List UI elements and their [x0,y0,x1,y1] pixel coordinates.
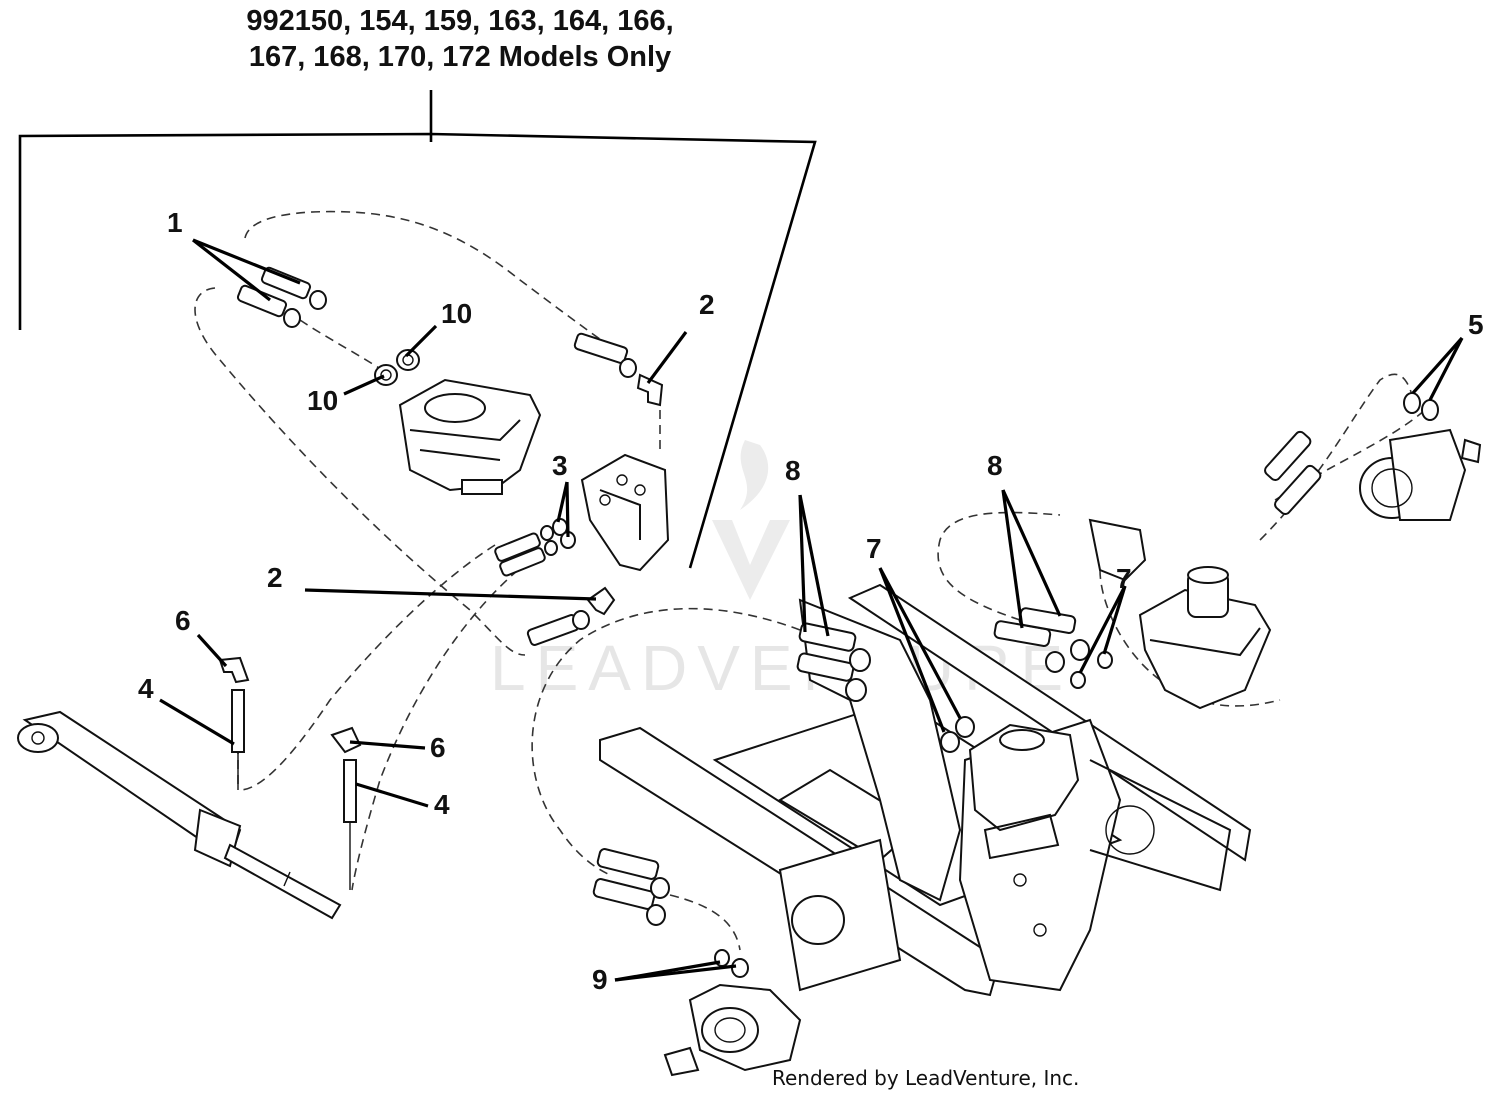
watermark-v-icon [712,520,790,600]
model-applicability-line-2: 167, 168, 170, 172 Models Only [248,41,672,73]
callout-10-lower: 10 [307,385,338,416]
callout-9: 9 [592,964,608,995]
callout-leader-lines [159,238,1464,982]
hose-end-fittings-1 [236,266,327,328]
callout-5: 5 [1468,309,1484,340]
callout-7-right: 7 [1116,563,1132,594]
fittings-7-left [940,716,975,753]
elbow-fitting-2-lower [526,586,616,646]
callout-2-lower: 2 [267,562,283,593]
dashed-hose-routes-right [531,373,1426,951]
hose-ends-left-motor [592,848,670,926]
callout-6-left: 6 [175,605,191,636]
frame-hydraulic-pump [968,723,1080,860]
model-group-bracket [18,90,817,569]
right-wheel-motor [1359,428,1482,521]
elbow-fitting-6-right [330,726,362,754]
callout-4-right: 4 [434,789,450,820]
mounting-bracket [1088,518,1147,582]
hose-4-right [343,759,357,890]
tractor-frame [599,583,1252,997]
callout-7-left: 7 [866,533,882,564]
fittings-5 [1403,392,1439,421]
hose-4-left [231,689,245,790]
callout-8-right: 8 [987,450,1003,481]
render-credit: Rendered by LeadVenture, Inc. [772,1066,1080,1090]
upper-right-hydraulic-pump [1138,566,1272,710]
upper-hose-fitting [573,332,637,378]
callout-10-upper: 10 [441,298,472,329]
adapter-fittings-10 [374,349,420,386]
hydraulic-pump [398,378,542,495]
callout-6-right: 6 [430,732,446,763]
elbow-fitting-2-upper [636,373,664,407]
elbow-fitting-6-left [218,656,250,684]
callout-8-left: 8 [785,455,801,486]
callout-1: 1 [167,207,183,238]
control-valve [580,453,670,572]
watermark-flame-icon [740,440,769,510]
dashed-hose-routes-left [194,210,661,891]
model-applicability-line-1: 992150, 154, 159, 163, 164, 166, [246,5,674,37]
left-wheel-motor [663,983,802,1077]
fittings-7-right [1070,651,1113,689]
callout-3: 3 [552,450,568,481]
hose-ends-right-motor [1264,430,1322,516]
hose-ends-8-left [796,622,871,702]
callout-4-left: 4 [138,673,154,704]
hose-ends-8-right [993,607,1090,673]
hydraulic-cylinder [17,710,342,920]
valve-hose-ends [494,525,558,577]
callout-2-upper: 2 [699,289,715,320]
